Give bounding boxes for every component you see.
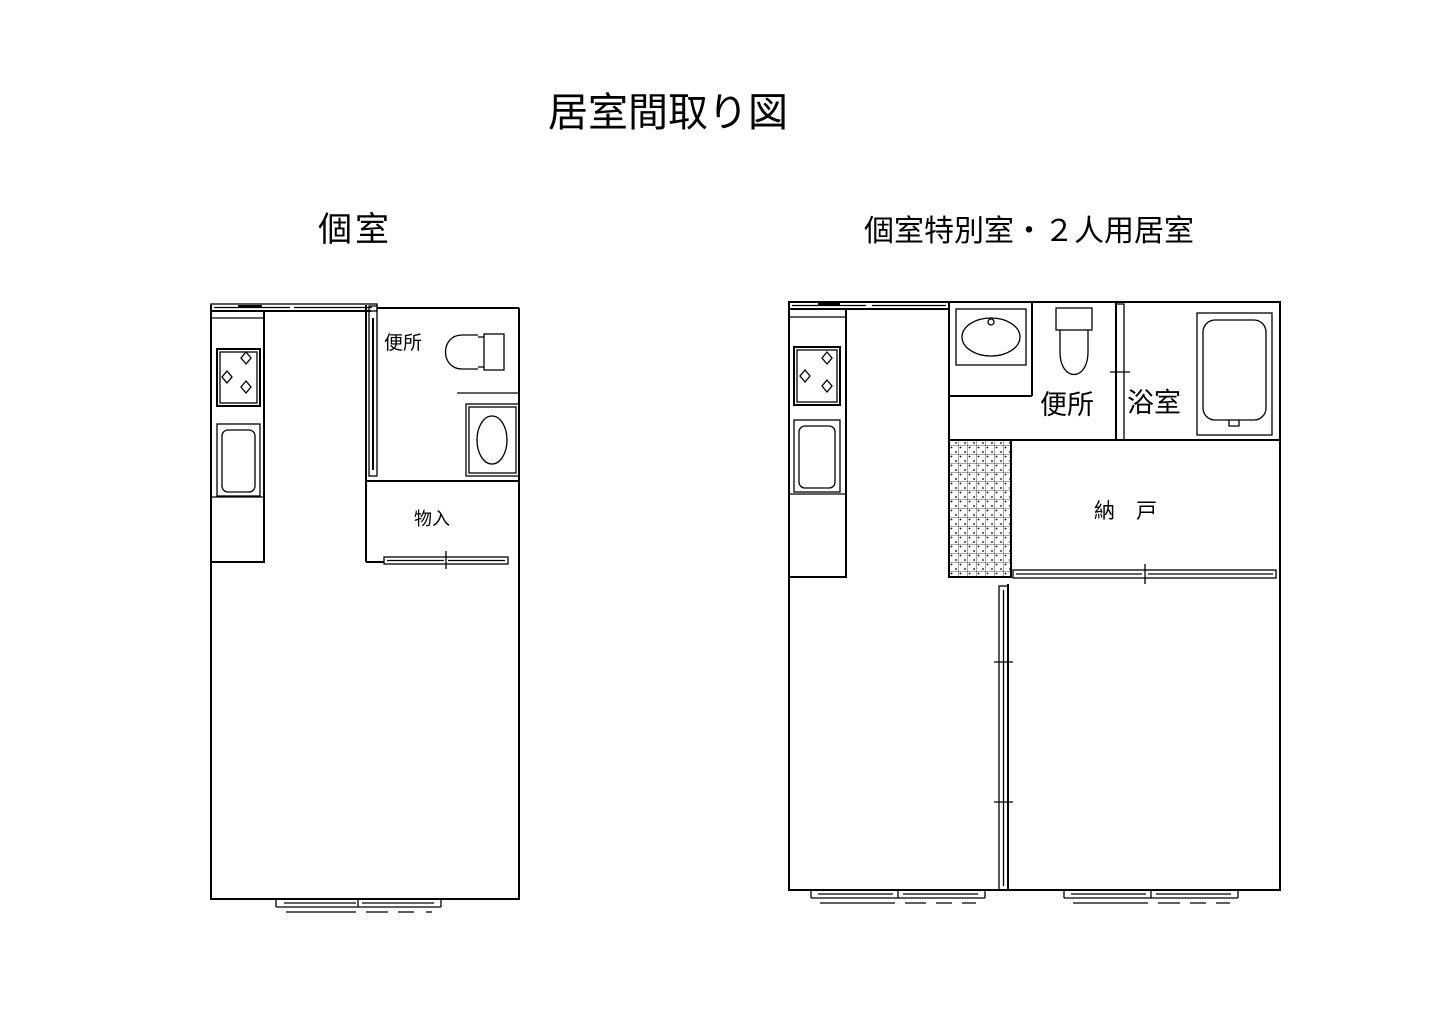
special-room-plan: 便所 浴室 納 戸 [788, 301, 1281, 904]
page-title: 居室間取り図 [548, 90, 788, 136]
special-room-toilet-icon [1055, 307, 1093, 376]
single-room-kitchen-counter [210, 310, 265, 563]
special-room-toilet-label: 便所 [1040, 390, 1094, 421]
special-room-tiled-floor [948, 439, 1012, 578]
single-room-outer-wall [210, 305, 520, 900]
single-room-storage-area [366, 551, 509, 569]
single-room-toilet-area [365, 305, 519, 562]
single-room-plan: 便所 物入 [210, 303, 520, 913]
single-room-toilet-icon [445, 333, 519, 394]
special-room-bath-label: 浴室 [1127, 388, 1181, 419]
special-room-heading: 個室特別室・２人用居室 [864, 214, 1194, 249]
single-room-sink-icon [216, 423, 261, 497]
single-room-toilet-label: 便所 [384, 332, 422, 354]
special-room-stove-icon [793, 346, 841, 406]
single-room-storage-label: 物入 [414, 509, 450, 530]
special-room-sink-icon [793, 419, 841, 493]
single-room-top-window [210, 303, 378, 312]
special-room-closet-label: 納 戸 [1094, 499, 1157, 523]
single-room-washbasin-icon [465, 403, 520, 477]
special-room-bathtub-icon [1196, 312, 1273, 436]
special-room-partition [949, 576, 1013, 891]
special-room-kitchen-counter [788, 308, 847, 578]
single-room-bottom-window [275, 899, 442, 913]
special-room-top-window [788, 301, 950, 310]
special-room-washbasin-icon [955, 308, 1027, 366]
single-room-stove-icon [216, 348, 261, 407]
single-room-heading: 個室 [318, 210, 392, 250]
special-room-outer-wall [788, 301, 1281, 891]
special-room-bottom-window-left [810, 890, 986, 904]
special-room-bottom-window-right [1063, 890, 1239, 904]
special-room-closet-area [1010, 440, 1277, 584]
